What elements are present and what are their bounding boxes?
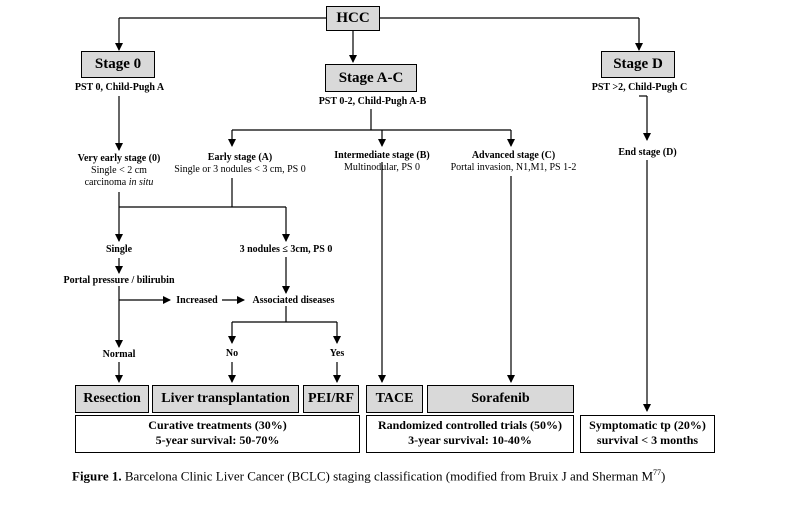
stage-a-c-box: Stage A-C <box>325 64 417 92</box>
early-stage: Early stage (A) Single or 3 nodules < 3 … <box>160 152 320 176</box>
end-stage: End stage (D) <box>618 147 677 158</box>
early-stage-desc: Single or 3 nodules < 3 cm, PS 0 <box>174 164 306 175</box>
stage-0-box: Stage 0 <box>81 51 155 78</box>
treatment-pei-rf: PEI/RF <box>303 385 359 413</box>
carcinoma-label: carcinoma <box>84 177 127 188</box>
caption-reference: 77 <box>653 468 662 477</box>
advanced-stage-title: Advanced stage (C) <box>471 150 556 161</box>
caption-end: ) <box>661 468 666 484</box>
intermediate-stage: Intermediate stage (B) Multinodular, PS … <box>327 150 437 174</box>
stage-d-box: Stage D <box>601 51 675 78</box>
node-yes: Yes <box>329 348 345 359</box>
node-three-nodules: 3 nodules ≤ 3cm, PS 0 <box>239 244 333 255</box>
in-situ-label: in situ <box>128 177 154 188</box>
intermediate-stage-title: Intermediate stage (B) <box>334 150 430 161</box>
outcome-rct-survival: 3-year survival: 10-40% <box>408 433 532 447</box>
advanced-stage-desc: Portal invasion, N1,M1, PS 1-2 <box>450 162 577 173</box>
outcome-symptomatic: Symptomatic tp (20%) survival < 3 months <box>580 415 715 453</box>
node-single: Single <box>105 244 133 255</box>
treatment-sorafenib: Sorafenib <box>427 385 574 413</box>
node-increased: Increased <box>176 295 218 306</box>
treatment-tace: TACE <box>366 385 423 413</box>
advanced-stage: Advanced stage (C) Portal invasion, N1,M… <box>446 150 581 174</box>
stage-0-desc: PST 0, Child-Pugh A <box>74 82 165 93</box>
hcc-root-box: HCC <box>326 6 380 31</box>
outcome-curative: Curative treatments (30%) 5-year surviva… <box>75 415 360 453</box>
caption-label: Figure 1. <box>72 468 122 484</box>
node-associated-diseases: Associated diseases <box>252 295 335 306</box>
very-early-stage-size: Single < 2 cm <box>91 165 147 176</box>
node-portal-pressure: Portal pressure / bilirubin <box>63 275 175 286</box>
node-normal: Normal <box>102 349 136 360</box>
stage-a-c-desc: PST 0-2, Child-Pugh A-B <box>318 96 427 107</box>
outcome-symptomatic-survival: survival < 3 months <box>596 433 699 447</box>
node-no: No <box>225 348 239 359</box>
outcome-curative-rate: Curative treatments (30%) <box>148 418 287 432</box>
very-early-stage-carcinoma: carcinoma in situ <box>55 177 183 189</box>
caption-text: Barcelona Clinic Liver Cancer (BCLC) sta… <box>124 468 654 484</box>
treatment-resection: Resection <box>75 385 149 413</box>
very-early-stage: Very early stage (0) Single < 2 cm carci… <box>55 153 183 189</box>
intermediate-stage-desc: Multinodular, PS 0 <box>344 162 420 173</box>
early-stage-title: Early stage (A) <box>207 152 273 163</box>
treatment-liver-transplantation: Liver transplantation <box>152 385 299 413</box>
outcome-rct: Randomized controlled trials (50%) 3-yea… <box>366 415 574 453</box>
stage-d-desc: PST >2, Child-Pugh C <box>591 82 688 93</box>
outcome-symptomatic-rate: Symptomatic tp (20%) <box>589 418 706 432</box>
outcome-curative-survival: 5-year survival: 50-70% <box>155 433 280 447</box>
figure-caption: Figure 1. Barcelona Clinic Liver Cancer … <box>72 464 752 485</box>
outcome-rct-rate: Randomized controlled trials (50%) <box>377 418 563 432</box>
very-early-stage-title: Very early stage (0) <box>77 153 161 164</box>
